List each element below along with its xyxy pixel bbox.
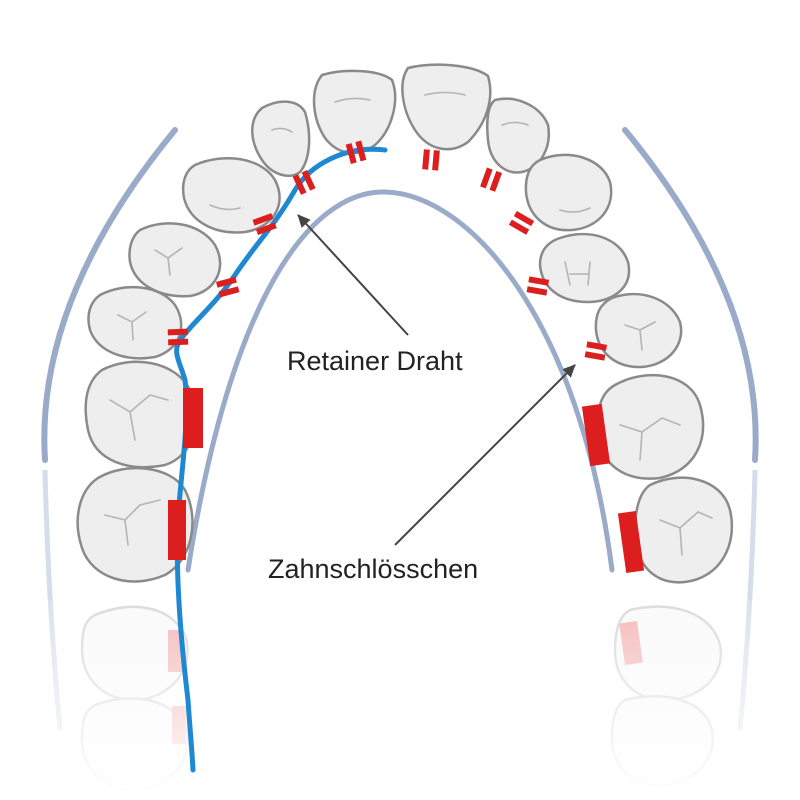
- retainer-label: Retainer Draht: [287, 346, 463, 376]
- outer-gum-line-right: [622, 127, 759, 463]
- right-teeth: [401, 63, 734, 584]
- tooth-groove: [624, 321, 656, 351]
- tooth-groove: [564, 261, 591, 286]
- retainer-wire: [174, 146, 388, 773]
- tooth-icon: [486, 97, 551, 174]
- tooth-icon: [76, 466, 194, 583]
- bracket-icon: [480, 167, 502, 192]
- bracket-icon: [526, 276, 550, 296]
- bracket-icon: [168, 500, 186, 560]
- outer-gum-line-left: [41, 127, 178, 463]
- bracket-icon: [216, 276, 240, 298]
- bracket-icon: [252, 213, 277, 235]
- tooth-groove: [501, 121, 529, 126]
- tooth-icon: [181, 157, 281, 234]
- tooth-icon: [594, 292, 683, 369]
- tooth-groove: [559, 207, 591, 213]
- tooth-groove: [271, 127, 293, 133]
- brackets-label: Zahnschlösschen: [268, 554, 478, 584]
- tooth-icon: [87, 285, 183, 360]
- tooth-groove: [117, 311, 147, 341]
- bracket-icon: [345, 140, 367, 164]
- tooth-icon: [538, 232, 631, 304]
- tooth-icon: [633, 476, 734, 584]
- tooth-icon: [312, 69, 397, 155]
- tooth-icon: [251, 100, 311, 177]
- tooth-icon: [401, 63, 492, 151]
- retainer-pointer-arrow: [297, 214, 409, 336]
- tooth-groove: [104, 499, 161, 546]
- bracket-icon: [422, 149, 440, 171]
- bracket-icon: [183, 388, 203, 448]
- inner-gum-line: [185, 189, 615, 573]
- tooth-groove: [659, 511, 713, 556]
- bracket-icon: [508, 210, 535, 235]
- bracket-icon: [292, 169, 316, 195]
- tooth-groove: [154, 247, 183, 276]
- bracket-icon: [167, 328, 189, 346]
- tooth-groove: [619, 417, 681, 461]
- bracket-icon: [617, 511, 645, 573]
- tooth-icon: [84, 360, 197, 469]
- tooth-groove: [209, 204, 241, 211]
- tooth-icon: [524, 153, 613, 232]
- reflection-fade: [0, 600, 800, 800]
- bracket-icon: [581, 403, 611, 467]
- left-bonded-brackets: [167, 140, 367, 560]
- tooth-groove: [334, 97, 371, 103]
- tooth-groove: [424, 91, 466, 96]
- brackets-pointer-arrow: [394, 364, 576, 546]
- left-teeth: [76, 69, 397, 583]
- tooth-groove: [109, 394, 169, 441]
- tooth-icon: [128, 222, 222, 298]
- right-bonded-brackets: [422, 149, 645, 573]
- bracket-icon: [584, 341, 608, 361]
